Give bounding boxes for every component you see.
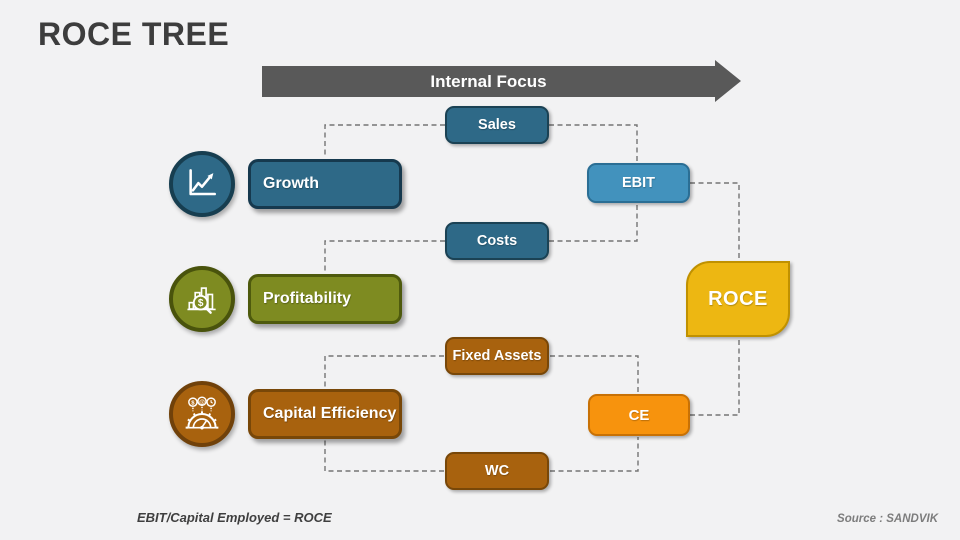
costs-label: Costs	[476, 233, 518, 249]
ebit-node: EBIT	[587, 163, 690, 203]
bar-chart-magnifier-icon: $	[182, 279, 222, 319]
fixed-assets-node: Fixed Assets	[445, 337, 549, 375]
page-title: ROCE TREE	[38, 16, 230, 52]
wc-node: WC	[445, 452, 549, 490]
wc-label: WC	[484, 463, 510, 479]
profitability-label: Profitability	[263, 290, 352, 307]
roce-node: ROCE	[686, 261, 790, 337]
sales-node: Sales	[445, 106, 549, 144]
profitability-box: Profitability	[248, 274, 402, 324]
line-chart-icon	[182, 164, 222, 204]
growth-circle	[169, 151, 235, 217]
svg-text:@: @	[199, 399, 205, 405]
sales-label: Sales	[478, 117, 516, 133]
growth-box: Growth	[248, 159, 402, 209]
gauge-gear-icon: $ @	[182, 394, 222, 434]
costs-node: Costs	[445, 222, 549, 260]
arrow-label: Internal Focus	[430, 71, 547, 91]
internal-focus-arrow: Internal Focus	[262, 66, 715, 97]
svg-text:$: $	[191, 400, 195, 406]
ce-node: CE	[588, 394, 690, 436]
ebit-label: EBIT	[621, 175, 656, 191]
arrow-head-icon	[715, 60, 741, 102]
capital-efficiency-circle: $ @	[169, 381, 235, 447]
roce-label: ROCE	[708, 287, 768, 310]
growth-label: Growth	[263, 175, 319, 192]
ce-label: CE	[628, 406, 650, 424]
capital-efficiency-box: Capital Efficiency	[248, 389, 402, 439]
source-text: Source : SANDVIK	[837, 513, 938, 525]
svg-text:$: $	[198, 298, 204, 309]
capital-efficiency-label: Capital Efficiency	[263, 405, 397, 422]
formula-text: EBIT/Capital Employed = ROCE	[137, 510, 332, 525]
profitability-circle: $	[169, 266, 235, 332]
fixed-assets-label: Fixed Assets	[452, 348, 542, 364]
